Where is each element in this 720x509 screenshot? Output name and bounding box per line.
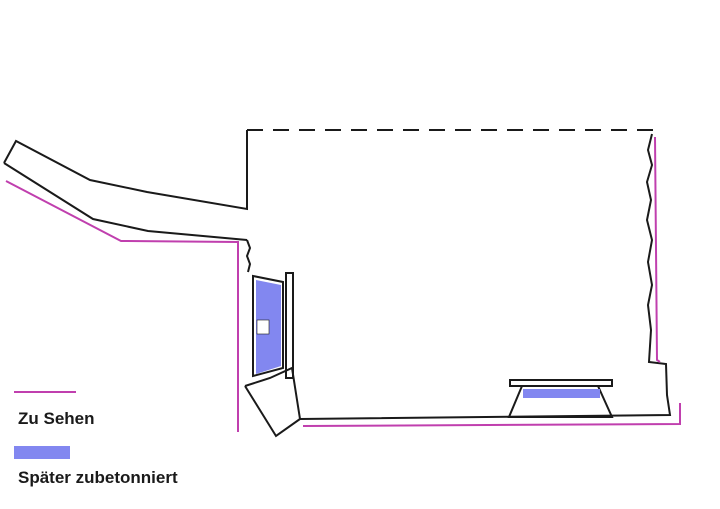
door-frame bbox=[285, 272, 294, 379]
lower-opening-outline bbox=[244, 366, 302, 438]
hatch-concrete-fill bbox=[523, 389, 600, 398]
legend-label-visible: Zu Sehen bbox=[18, 409, 95, 428]
left-wall-section bbox=[245, 239, 252, 273]
right-wall-outline bbox=[299, 133, 672, 420]
visible-tunnel-line bbox=[5, 180, 239, 432]
entry-tunnel-outline bbox=[3, 130, 248, 241]
hatch-lid bbox=[509, 379, 613, 387]
door-gap bbox=[256, 319, 270, 335]
hatch-base bbox=[507, 385, 614, 418]
structure-outlines bbox=[3, 129, 672, 438]
legend-swatch-concrete bbox=[14, 446, 70, 459]
door-outline bbox=[252, 274, 284, 378]
visible-right-line bbox=[654, 136, 661, 363]
visible-outline bbox=[5, 136, 681, 432]
legend bbox=[14, 391, 76, 459]
visible-floor-line bbox=[302, 403, 681, 427]
legend-label-concreted: Später zubetonniert bbox=[18, 468, 178, 487]
